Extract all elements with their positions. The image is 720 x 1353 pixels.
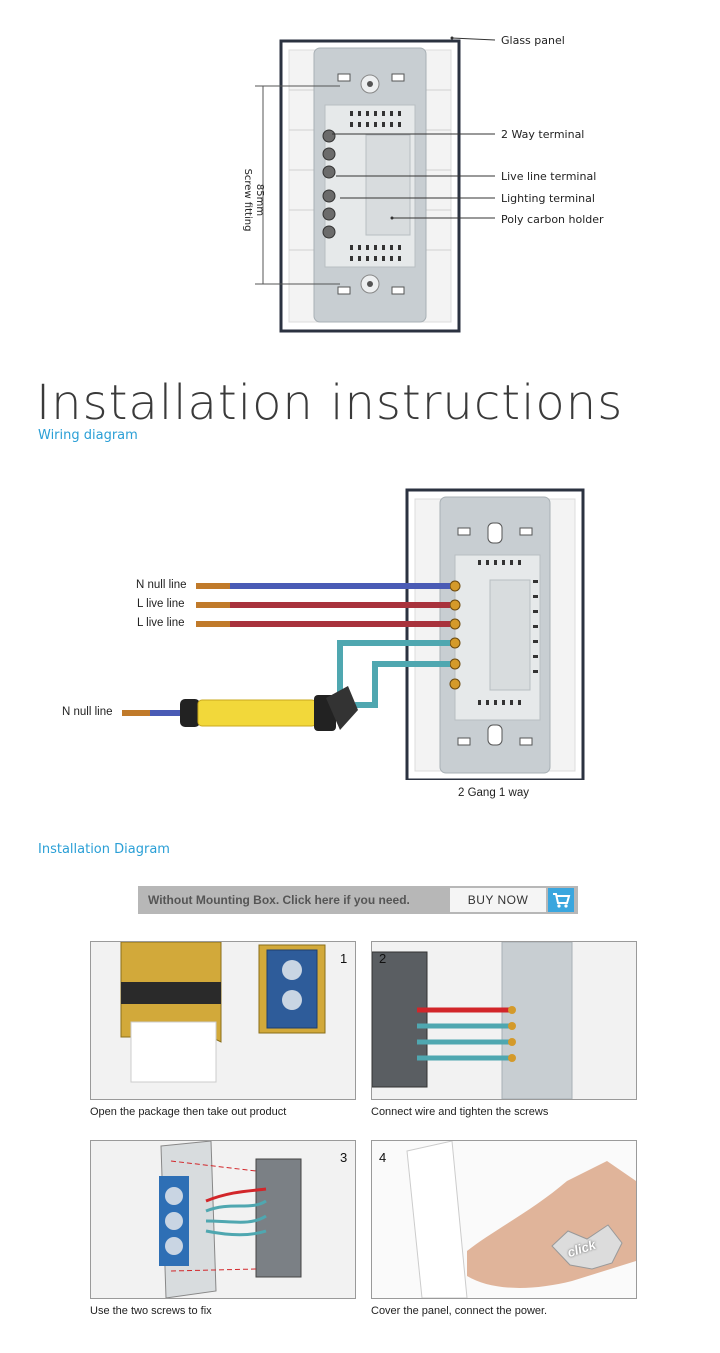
label-lighting-terminal: Lighting terminal bbox=[501, 192, 595, 205]
dimension-value: 85mm bbox=[254, 183, 265, 217]
screw-fix-illustration bbox=[159, 1141, 302, 1298]
step-4-caption: Cover the panel, connect the power. bbox=[371, 1305, 548, 1317]
cart-icon bbox=[553, 893, 571, 908]
step-2-caption: Connect wire and tighten the screws bbox=[371, 1106, 549, 1118]
page-title: Installation instructions bbox=[36, 375, 624, 431]
step-2-number: 2 bbox=[379, 951, 387, 966]
wire-label-l-live-2: L live line bbox=[137, 617, 185, 629]
step-2-image: 2 bbox=[371, 941, 637, 1100]
buy-now-button[interactable]: BUY NOW bbox=[450, 888, 546, 912]
step-3-number: 3 bbox=[340, 1150, 348, 1165]
wiring-diagram-subtitle: Wiring diagram bbox=[38, 428, 138, 443]
cover-panel-illustration bbox=[372, 1141, 636, 1298]
label-live-line-terminal: Live line terminal bbox=[501, 170, 597, 183]
cart-button[interactable] bbox=[548, 888, 574, 912]
dimension-label: 85mm Screw fitting bbox=[235, 160, 265, 240]
wire-connection-illustration bbox=[372, 942, 573, 1099]
panel-exploded-diagram bbox=[255, 36, 496, 333]
wiring-diagram bbox=[122, 488, 585, 780]
wire-label-n-null-bottom: N null line bbox=[62, 706, 113, 718]
step-1-caption: Open the package then take out product bbox=[90, 1106, 287, 1118]
dimension-text: Screw fitting bbox=[242, 168, 253, 232]
wire-label-n-null-top: N null line bbox=[136, 579, 187, 591]
step-4-image: 4 click bbox=[371, 1140, 637, 1299]
installation-diagram-heading: Installation Diagram bbox=[38, 842, 170, 857]
package-illustration bbox=[120, 942, 326, 1083]
wire-label-l-live-1: L live line bbox=[137, 598, 185, 610]
promo-text[interactable]: Without Mounting Box. Click here if you … bbox=[148, 893, 410, 907]
step-3-caption: Use the two screws to fix bbox=[90, 1305, 212, 1317]
step-1-image: 1 bbox=[90, 941, 356, 1100]
step-1-number: 1 bbox=[340, 951, 348, 966]
step-3-image: 3 bbox=[90, 1140, 356, 1299]
step-4-number: 4 bbox=[379, 1150, 387, 1165]
mounting-box-promo[interactable]: Without Mounting Box. Click here if you … bbox=[138, 886, 578, 914]
label-2-way-terminal: 2 Way terminal bbox=[501, 128, 585, 141]
label-poly-carbon-holder: Poly carbon holder bbox=[501, 213, 604, 226]
wiring-caption: 2 Gang 1 way bbox=[458, 787, 529, 799]
label-glass-panel: Glass panel bbox=[501, 34, 565, 47]
